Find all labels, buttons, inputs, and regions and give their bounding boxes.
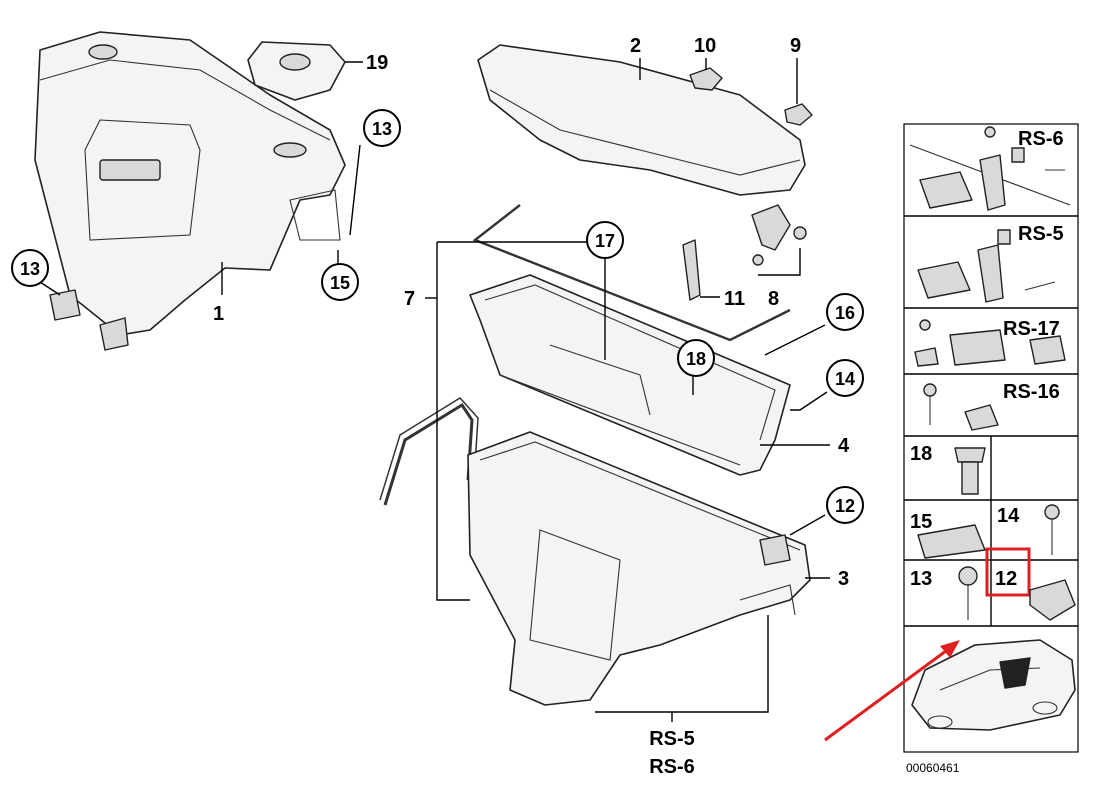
diagram-number: 00060461: [906, 761, 960, 775]
car-thumbnail: [911, 639, 1076, 731]
panel-cell-15: 15: [910, 511, 986, 559]
svg-text:11: 11: [724, 288, 745, 310]
callout-10: 10: [694, 35, 716, 57]
panel-cell-12: 12: [985, 547, 1076, 621]
svg-text:3: 3: [838, 568, 849, 590]
part-8-hinge: [751, 204, 807, 276]
callout-4: 4: [838, 435, 850, 457]
red-arrow: [824, 640, 960, 742]
part-2-lid: [477, 44, 806, 196]
callout-12: 12: [826, 486, 864, 524]
svg-text:12: 12: [995, 568, 1017, 590]
svg-text:1: 1: [213, 303, 224, 325]
svg-text:RS-6: RS-6: [1018, 128, 1064, 150]
svg-text:13: 13: [372, 119, 392, 139]
panel-cell-18: 18: [910, 443, 986, 495]
svg-text:2: 2: [630, 35, 641, 57]
svg-text:15: 15: [910, 511, 932, 533]
svg-text:00060461: 00060461: [906, 761, 960, 775]
svg-text:RS-6: RS-6: [649, 756, 695, 778]
callout-11: 11: [724, 288, 745, 310]
panel-cell-14: 14: [997, 504, 1060, 555]
svg-text:12: 12: [835, 496, 855, 516]
callout-1: 1: [213, 303, 224, 325]
part-19-cap: [247, 41, 363, 101]
highlight-box: [985, 547, 1031, 597]
panel-cell-rs5: RS-5: [917, 223, 1064, 303]
panel-cell-rs16: RS-16: [923, 381, 1060, 431]
callout-19: 19: [366, 52, 388, 74]
svg-text:14: 14: [997, 505, 1020, 527]
panel-cell-13: 13: [910, 566, 978, 620]
svg-text:18: 18: [910, 443, 932, 465]
svg-text:18: 18: [686, 349, 706, 369]
svg-text:13: 13: [20, 259, 40, 279]
panel-cell-rs6: RS-6: [909, 126, 1071, 211]
label-rs5-bottom: RS-5: [649, 728, 695, 750]
part-3-housing: [467, 431, 811, 706]
part-10-cap: [689, 67, 723, 91]
svg-text:16: 16: [835, 303, 855, 323]
svg-text:19: 19: [366, 52, 388, 74]
callout-13-lower: 13: [11, 249, 49, 287]
callout-18: 18: [677, 339, 715, 377]
panel-cell-rs17: RS-17: [914, 318, 1066, 367]
svg-text:13: 13: [910, 568, 932, 590]
part-11-latch: [682, 239, 720, 301]
svg-text:14: 14: [835, 369, 855, 389]
svg-text:RS-5: RS-5: [1018, 223, 1064, 245]
svg-text:7: 7: [404, 288, 415, 310]
callout-9: 9: [790, 35, 801, 57]
callout-14: 14: [826, 359, 864, 397]
svg-text:RS-5: RS-5: [649, 728, 695, 750]
callout-2: 2: [630, 35, 641, 57]
svg-text:9: 9: [790, 35, 801, 57]
reference-panel: RS-6 RS-5 RS-17 RS-16 18: [903, 123, 1079, 753]
svg-text:10: 10: [694, 35, 716, 57]
svg-text:RS-16: RS-16: [1003, 381, 1060, 403]
svg-text:4: 4: [838, 435, 850, 457]
part-7-seal-strip: [379, 397, 479, 506]
svg-text:17: 17: [595, 231, 615, 251]
leader-lines: [39, 58, 830, 722]
svg-text:RS-17: RS-17: [1003, 318, 1060, 340]
callout-8: 8: [768, 288, 779, 310]
callout-16: 16: [826, 293, 864, 331]
callout-17: 17: [586, 221, 624, 259]
svg-text:8: 8: [768, 288, 779, 310]
label-rs6-bottom: RS-6: [649, 756, 695, 778]
svg-text:15: 15: [330, 273, 350, 293]
part-9-cap: [784, 103, 813, 126]
callout-3: 3: [838, 568, 849, 590]
callout-7: 7: [404, 288, 415, 310]
callout-13-upper: 13: [363, 109, 401, 147]
part-1-rear-cover: [34, 31, 346, 351]
callout-15: 15: [321, 263, 359, 301]
part-4-tray: [469, 274, 791, 476]
part-16-seal: [472, 204, 791, 342]
